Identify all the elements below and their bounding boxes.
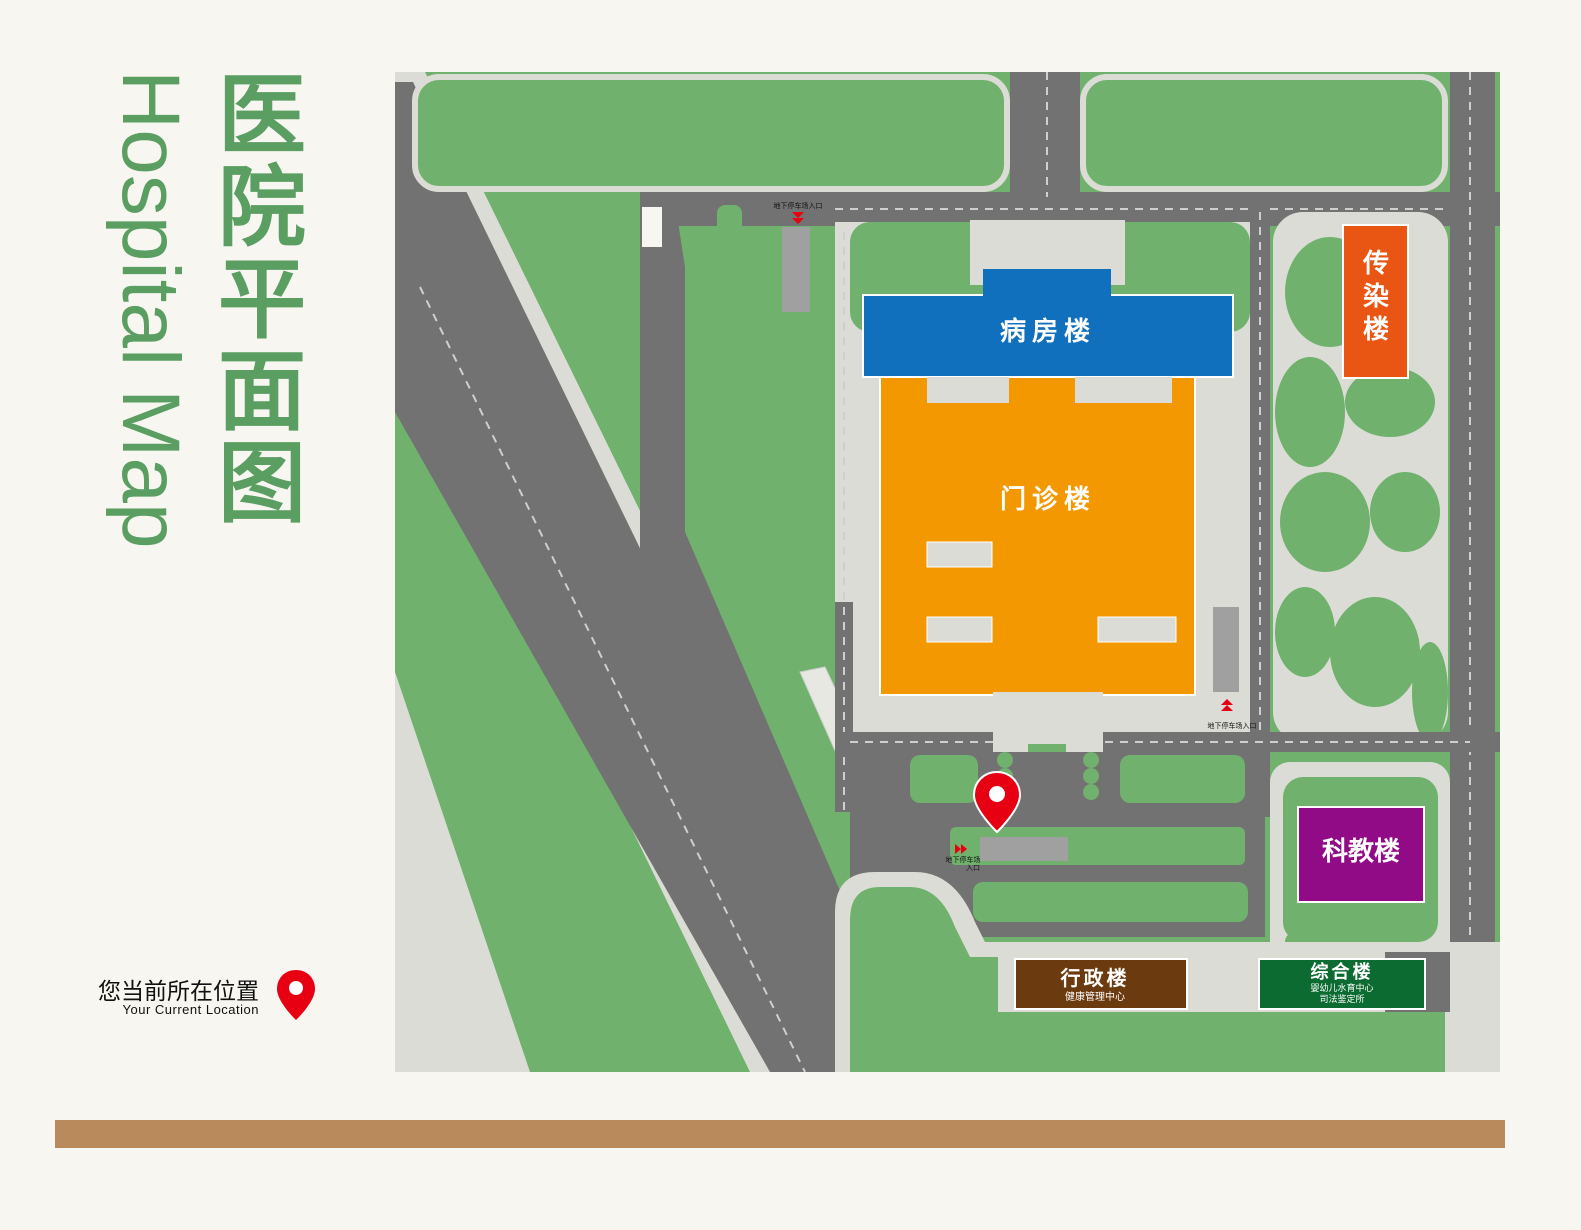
garden-lawn [1275, 587, 1335, 677]
admin-building-sublabel: 健康管理中心 [1065, 990, 1125, 1003]
infectious-building-label: 楼 [1363, 315, 1389, 345]
page-title-chinese: 医 院 平 面 图 [212, 70, 312, 530]
hospital-map: 地下停车场入口 病房楼 门诊楼 地下停车场入口 传 染 楼 [395, 72, 1500, 1072]
title-char: 面 [217, 340, 306, 443]
garden-lawn [1330, 597, 1420, 707]
arrow-icon [961, 844, 967, 854]
parking-entrance-label-bottom: 入口 [966, 864, 980, 872]
complex-building-sublabel: 婴幼儿水育中心 [1310, 982, 1373, 994]
east-road [1450, 72, 1495, 1072]
garden-lawn [1345, 367, 1435, 437]
outpatient-building-label: 门诊楼 [1000, 484, 1096, 515]
ward-building[interactable] [862, 294, 1234, 378]
side-road [640, 202, 875, 982]
title-char: 平 [217, 248, 306, 351]
parking-entrance-label-right: 地下停车场入口 [1208, 721, 1257, 730]
campus-road-west [835, 602, 853, 812]
location-pin-icon [277, 970, 315, 1020]
building-notch [1075, 377, 1172, 403]
infectious-building-label: 传 [1362, 249, 1389, 279]
outpatient-building[interactable] [879, 376, 1196, 696]
building-notch [927, 377, 1009, 403]
parking-entrance-label-bottom: 地下停车场 [946, 855, 981, 864]
complex-building[interactable] [1258, 958, 1426, 1010]
arrow-icon [955, 844, 961, 854]
courtyard [926, 541, 993, 568]
legend-label-chinese: 您当前所在位置 [98, 979, 259, 1005]
page-title-english: Hospital Map [105, 70, 196, 549]
garden-lawn [1412, 642, 1448, 742]
tree [997, 752, 1013, 768]
complex-building-sublabel: 司法鉴定所 [1319, 993, 1364, 1005]
tree [1083, 768, 1099, 784]
map-canvas: 地下停车场入口 病房楼 门诊楼 地下停车场入口 传 染 楼 [395, 72, 1500, 1072]
arrow-icon [792, 218, 804, 224]
parking-entrance-label-top: 地下停车场入口 [774, 201, 823, 210]
legend-label-english: Your Current Location [122, 1002, 259, 1017]
title-char: 院 [217, 156, 306, 259]
title-char: 图 [217, 432, 306, 535]
north-road [1010, 72, 1080, 197]
arrow-icon [792, 212, 804, 218]
parking-ramp [980, 837, 1068, 861]
courtyard [1097, 616, 1177, 643]
garden-lawn [1280, 472, 1370, 572]
footer-bar [55, 1120, 1505, 1148]
grass-block [1120, 755, 1245, 803]
admin-building-label: 行政楼 [1060, 966, 1130, 990]
gate-post [642, 207, 662, 247]
parking-ramp [1213, 607, 1239, 692]
current-location-legend: 您当前所在位置 Your Current Location [60, 968, 325, 1028]
title-char: 医 [217, 64, 306, 167]
grass-strip [717, 205, 742, 395]
grass-block [910, 755, 978, 803]
grass-block [1080, 74, 1448, 192]
grass-block [412, 74, 1010, 192]
garden-lawn [1370, 472, 1440, 552]
garden-lawn [1275, 357, 1345, 467]
sidewalk-area [395, 672, 530, 1072]
tree [1083, 752, 1099, 768]
courtyard [926, 616, 993, 643]
infectious-building-label: 染 [1363, 282, 1389, 312]
main-road-lane-line [419, 286, 806, 1072]
infectious-building[interactable] [1342, 224, 1409, 379]
current-location-marker[interactable] [972, 770, 1022, 834]
parking-ramp [782, 227, 810, 312]
arrow-icon [1221, 705, 1233, 711]
complex-building-label: 综合楼 [1311, 961, 1374, 983]
ward-building-label: 病房楼 [1000, 317, 1096, 347]
ward-building-top [983, 269, 1111, 299]
grass-block [973, 882, 1248, 922]
research-building-label: 科教楼 [1322, 837, 1400, 867]
arrow-icon [1221, 699, 1233, 705]
research-building[interactable] [1297, 806, 1425, 903]
tree [1083, 784, 1099, 800]
admin-building[interactable] [1014, 958, 1188, 1010]
